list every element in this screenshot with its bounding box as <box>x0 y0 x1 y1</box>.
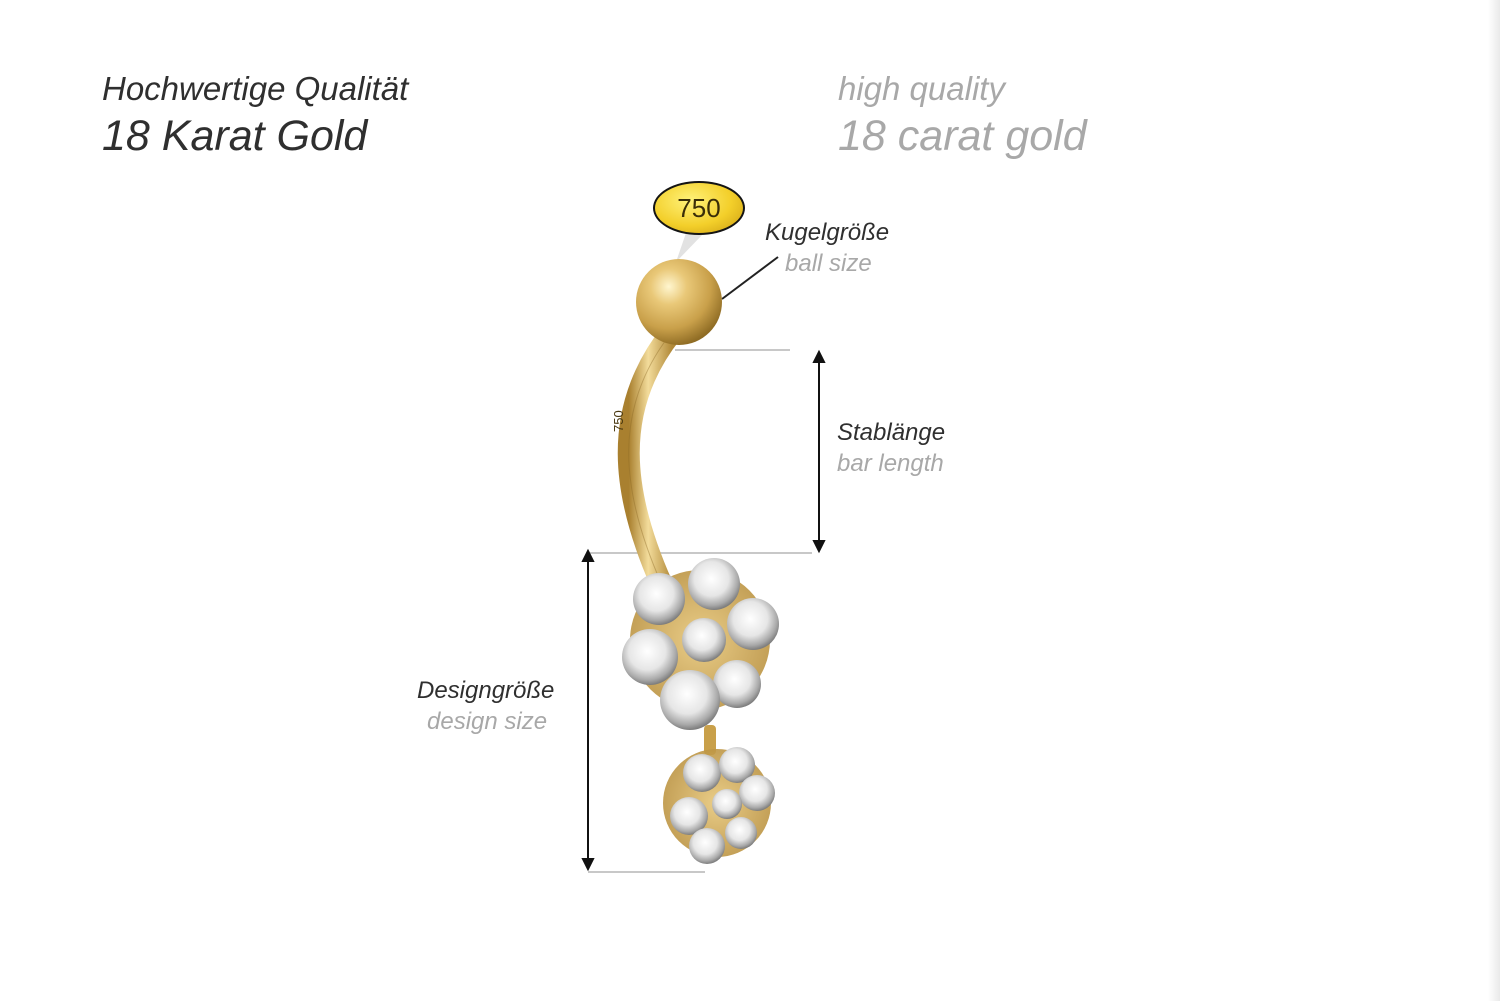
design-size-dimension <box>581 548 595 872</box>
heading-gold-en: 18 carat gold <box>838 112 1087 160</box>
ball-size-leader <box>721 256 779 300</box>
design-size-label-de: Designgröße <box>417 677 555 704</box>
large-flower-pendant <box>622 558 779 730</box>
curved-bar <box>617 321 683 596</box>
gold-ball <box>636 259 722 345</box>
bar-length-label-de: Stablänge <box>837 419 946 446</box>
bar-length-label-en: bar length <box>837 450 944 477</box>
page-edge-shadow <box>1488 0 1500 1001</box>
design-size-label-en: design size <box>427 708 548 735</box>
heading-gold-de: 18 Karat Gold <box>102 112 368 160</box>
pendant-connector <box>704 725 716 755</box>
bar-stamp: 750 <box>611 410 626 432</box>
heading-quality-de: Hochwertige Qualität <box>102 70 409 107</box>
badge-pointer <box>676 233 704 262</box>
heading-quality-en: high quality <box>838 70 1005 107</box>
ball-size-label-de: Kugelgröße <box>765 219 890 246</box>
bar-length-dimension <box>812 349 826 554</box>
hallmark-badge: 750 <box>653 181 745 235</box>
small-flower-pendant <box>663 747 775 864</box>
ball-size-label-en: ball size <box>785 250 872 277</box>
